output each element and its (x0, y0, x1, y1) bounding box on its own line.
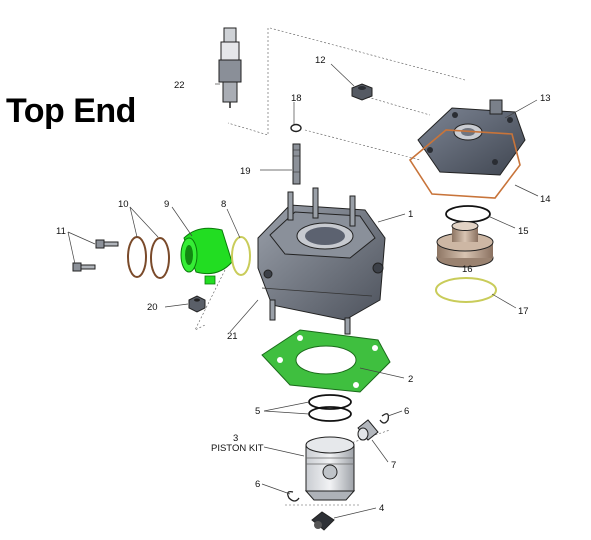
intake-manifold (180, 227, 233, 285)
label-3: 3 (233, 433, 238, 444)
label-14: 14 (540, 194, 551, 205)
combustion-insert (436, 221, 494, 268)
label-6-upper: 6 (404, 406, 409, 417)
cylinder (257, 187, 386, 335)
piston-rings (308, 394, 352, 422)
base-gasket (261, 329, 391, 393)
label-5: 5 (255, 406, 260, 417)
manifold-o-rings (127, 236, 170, 279)
combustion-o-ring (445, 205, 491, 223)
cylinder-stud (292, 143, 301, 185)
label-1: 1 (408, 209, 413, 220)
assembly-guide-lines (194, 27, 466, 506)
label-piston-kit: PISTON KIT (211, 443, 264, 454)
piston-pin (357, 419, 379, 441)
label-9: 9 (164, 199, 169, 210)
label-6-lower: 6 (255, 479, 260, 490)
head-nut (351, 83, 373, 101)
label-20: 20 (147, 302, 158, 313)
small-washer (290, 123, 302, 133)
label-10: 10 (118, 199, 129, 210)
circlips (287, 413, 390, 502)
label-13: 13 (540, 93, 551, 104)
label-22: 22 (174, 80, 185, 91)
label-19: 19 (240, 166, 251, 177)
label-12: 12 (315, 55, 326, 66)
label-2: 2 (408, 374, 413, 385)
page-title: Top End (6, 92, 136, 130)
label-15: 15 (518, 226, 529, 237)
label-16: 16 (462, 264, 473, 275)
needle-bearing (311, 511, 335, 531)
exhaust-nut (188, 295, 206, 313)
leader-lines (67, 63, 539, 519)
label-17: 17 (518, 306, 529, 317)
label-8: 8 (221, 199, 226, 210)
spark-plug (218, 27, 242, 108)
piston (304, 436, 356, 501)
label-7: 7 (391, 460, 396, 471)
intake-o-ring (231, 236, 251, 276)
label-21: 21 (227, 331, 238, 342)
label-4: 4 (379, 503, 384, 514)
label-11: 11 (56, 226, 66, 237)
head-gasket (408, 129, 521, 199)
label-18: 18 (291, 93, 302, 104)
cylinder-head (417, 99, 526, 176)
large-o-ring (435, 277, 497, 303)
manifold-bolts (72, 239, 119, 272)
part-number-labels: 22 12 18 19 13 14 15 16 17 1 2 21 20 9 8… (56, 55, 551, 514)
